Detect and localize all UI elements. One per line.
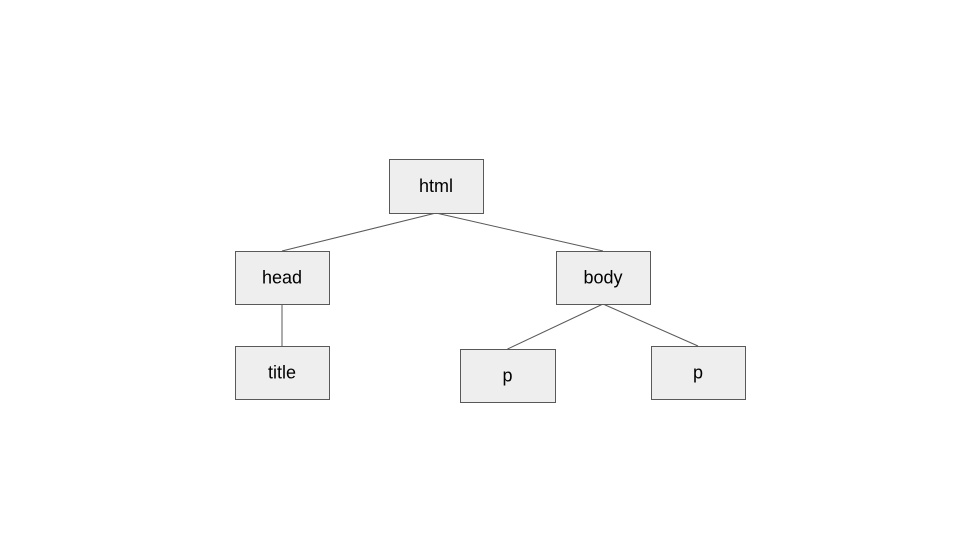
node-label-html: html xyxy=(419,176,453,196)
edge-html-body xyxy=(435,212,604,252)
tree-nodes: html head body title p p xyxy=(235,159,746,403)
edge-html-head xyxy=(281,212,437,252)
node-head: head xyxy=(235,251,330,305)
node-p1: p xyxy=(460,349,556,403)
node-box-body xyxy=(556,251,651,305)
node-title: title xyxy=(235,346,330,400)
node-box-p2 xyxy=(651,346,746,400)
node-label-p2: p xyxy=(693,363,703,383)
node-box-title xyxy=(235,346,330,400)
node-body: body xyxy=(556,251,651,305)
node-html: html xyxy=(389,159,484,214)
node-label-body: body xyxy=(583,268,622,288)
edge-body-p1 xyxy=(507,303,604,350)
node-box-html xyxy=(389,159,484,214)
node-label-title: title xyxy=(268,363,296,383)
node-box-head xyxy=(235,251,330,305)
node-label-head: head xyxy=(262,268,302,288)
node-p2: p xyxy=(651,346,746,400)
node-label-p1: p xyxy=(502,366,512,386)
tree-edges xyxy=(281,212,699,350)
edge-body-p2 xyxy=(602,303,699,347)
node-box-p1 xyxy=(460,349,556,403)
